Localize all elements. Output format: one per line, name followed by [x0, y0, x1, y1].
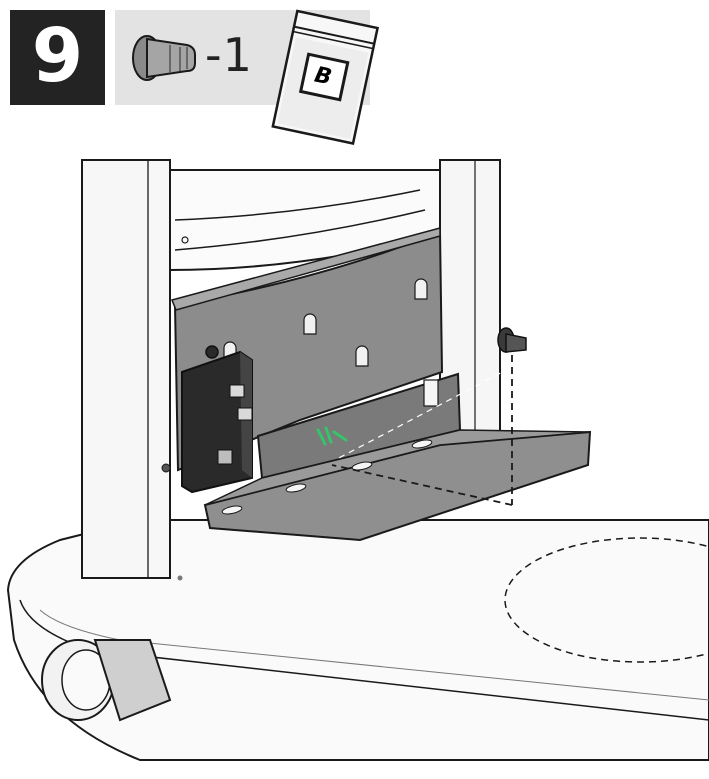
parts-bag-icon — [271, 9, 380, 145]
control-box — [181, 345, 253, 494]
rivet-quantity-label: -1 — [205, 28, 253, 82]
base-dashed-circle — [504, 537, 709, 663]
step-number-box: 9 — [10, 10, 105, 105]
attention-marks — [316, 426, 348, 446]
caster-wheel — [41, 639, 172, 722]
left-front-post — [81, 159, 171, 579]
insertion-guide-line — [331, 355, 513, 506]
rivet-part — [497, 327, 527, 353]
push-pin-rivet-icon — [132, 35, 196, 81]
step-number: 9 — [31, 12, 84, 99]
